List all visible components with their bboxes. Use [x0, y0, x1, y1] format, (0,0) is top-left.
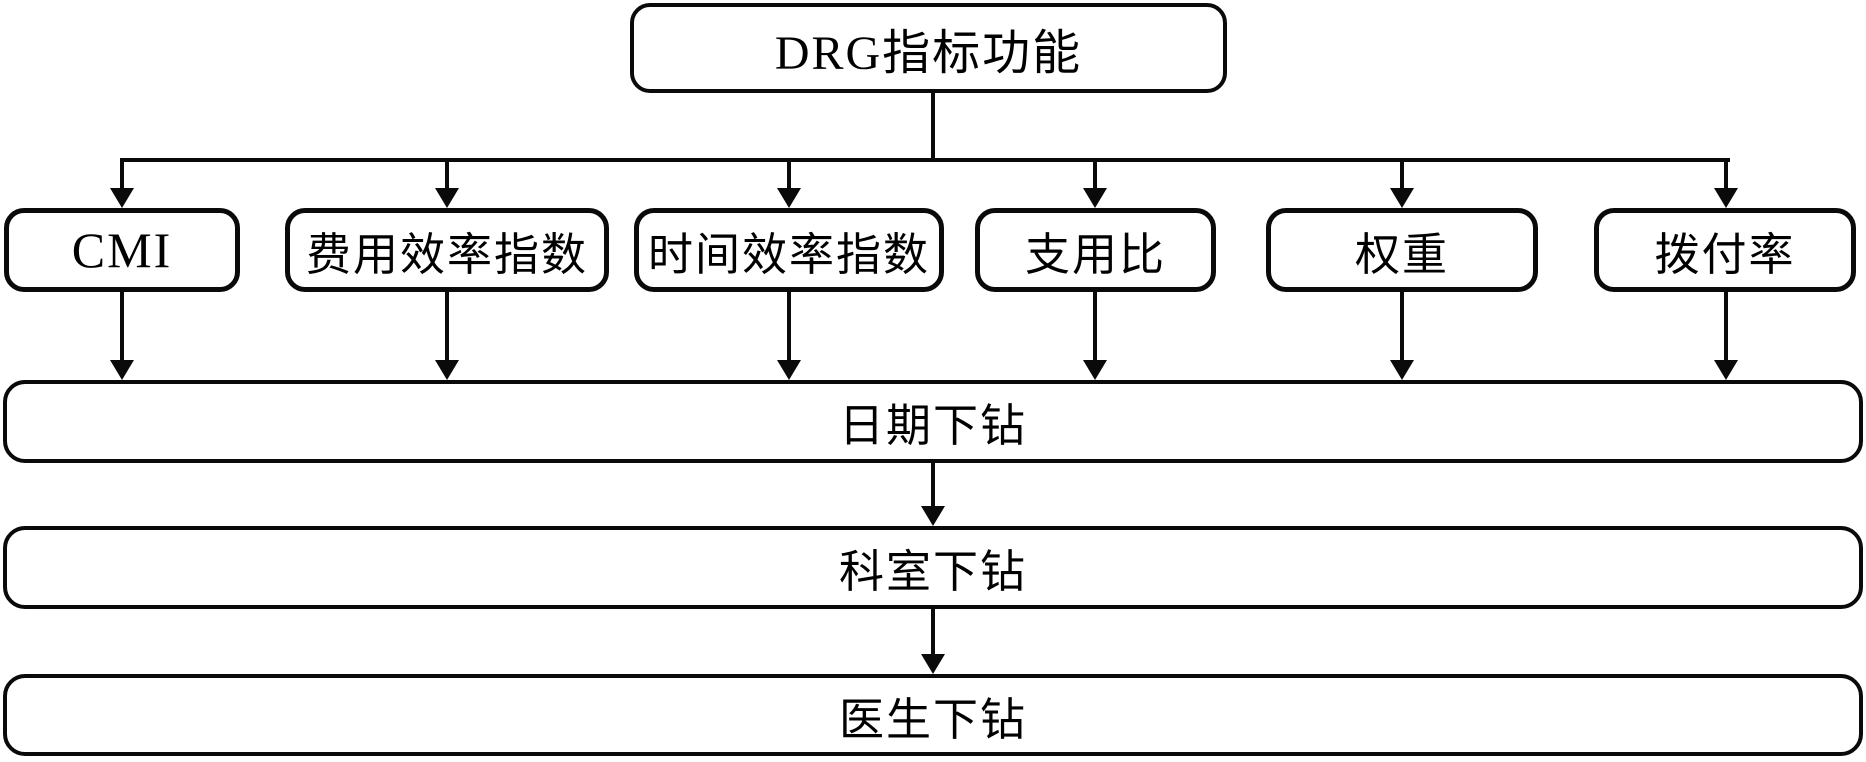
node-allocation-rate: 拨付率	[1594, 208, 1856, 292]
node-department-drilldown-label: 科室下钻	[838, 547, 1027, 597]
arrow-date-to-department-head	[921, 506, 945, 526]
arrow-department-to-doctor-head	[921, 654, 945, 674]
arrow-to-time-index-stem	[787, 160, 791, 190]
arrow-cost-index-to-date-head	[435, 360, 459, 380]
arrow-to-cost-index-head	[435, 188, 459, 208]
arrow-to-time-index-head	[777, 188, 801, 208]
arrow-to-cmi-head	[110, 188, 134, 208]
node-doctor-drilldown: 医生下钻	[3, 674, 1863, 756]
node-cost-efficiency-index-label: 费用效率指数	[305, 229, 588, 280]
connector-root-stem	[931, 93, 935, 160]
node-expense-ratio: 支用比	[975, 208, 1216, 292]
node-weight: 权重	[1266, 208, 1538, 292]
node-allocation-rate-label: 拨付率	[1654, 229, 1796, 280]
arrow-to-weight-stem	[1400, 160, 1404, 190]
node-cmi-label: CMI	[71, 222, 173, 278]
node-time-efficiency-index: 时间效率指数	[634, 208, 944, 292]
arrow-to-cost-index-stem	[445, 160, 449, 190]
node-date-drilldown-label: 日期下钻	[838, 401, 1027, 451]
node-doctor-drilldown-label: 医生下钻	[838, 694, 1027, 745]
node-drg-functions-label: DRG指标功能	[774, 27, 1083, 80]
arrow-to-cmi-stem	[120, 160, 124, 190]
connector-bus	[120, 158, 1730, 162]
arrow-to-expense-ratio-stem	[1093, 160, 1097, 190]
arrow-expense-ratio-to-date-head	[1083, 360, 1107, 380]
arrow-to-allocation-rate-head	[1714, 188, 1738, 208]
arrow-expense-ratio-to-date-stem	[1093, 292, 1097, 360]
arrow-cost-index-to-date-stem	[445, 292, 449, 360]
arrow-department-to-doctor-stem	[931, 609, 935, 654]
arrow-time-index-to-date-stem	[787, 292, 791, 360]
arrow-cmi-to-date-head	[110, 360, 134, 380]
arrow-time-index-to-date-head	[777, 360, 801, 380]
node-cost-efficiency-index: 费用效率指数	[285, 208, 609, 292]
arrow-allocation-rate-to-date-stem	[1724, 292, 1728, 360]
node-date-drilldown: 日期下钻	[3, 380, 1863, 463]
node-time-efficiency-index-label: 时间效率指数	[647, 229, 930, 280]
arrow-to-allocation-rate-stem	[1724, 160, 1728, 190]
arrow-weight-to-date-head	[1390, 360, 1414, 380]
node-department-drilldown: 科室下钻	[3, 526, 1863, 609]
node-expense-ratio-label: 支用比	[1024, 229, 1166, 280]
arrow-cmi-to-date-stem	[120, 292, 124, 360]
arrow-to-expense-ratio-head	[1083, 188, 1107, 208]
arrow-date-to-department-stem	[931, 463, 935, 506]
node-weight-label: 权重	[1354, 229, 1449, 280]
node-drg-functions: DRG指标功能	[630, 3, 1227, 93]
arrow-weight-to-date-stem	[1400, 292, 1404, 360]
arrow-allocation-rate-to-date-head	[1714, 360, 1738, 380]
node-cmi: CMI	[4, 208, 240, 292]
arrow-to-weight-head	[1390, 188, 1414, 208]
